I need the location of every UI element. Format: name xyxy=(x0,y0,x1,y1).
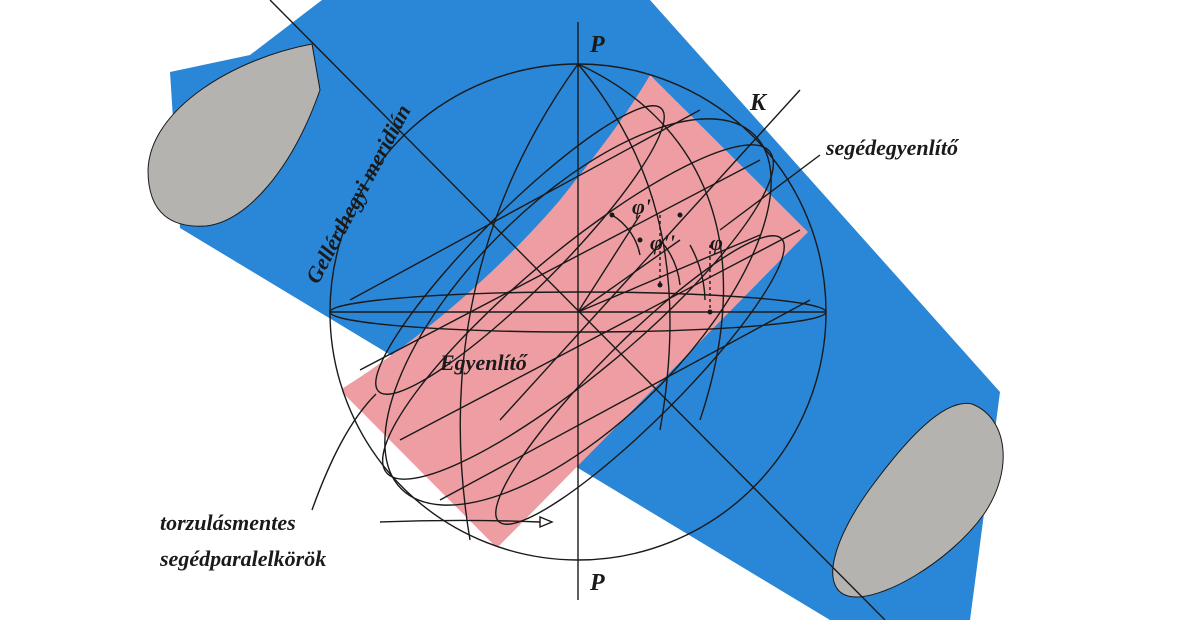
auxiliary-equator-ellipse xyxy=(381,144,775,480)
construction-line-3 xyxy=(349,109,701,301)
point-marker-1 xyxy=(609,212,615,218)
point-markers xyxy=(609,212,713,315)
pole-label-top: P xyxy=(589,32,605,58)
parallel-ellipse-upper xyxy=(375,105,665,395)
auxiliary-equator-leader xyxy=(719,154,821,231)
phi-double-prime-label: φ'' xyxy=(650,230,675,255)
construction-lines xyxy=(269,0,886,620)
phi-arc xyxy=(689,244,706,301)
pole-label-bottom: P xyxy=(589,570,605,596)
point-marker-4 xyxy=(657,282,663,288)
meridian-arc-2 xyxy=(577,63,671,431)
point-marker-5 xyxy=(707,309,713,315)
construction-line-2 xyxy=(399,229,801,441)
cylinder-axis-line xyxy=(269,0,886,620)
cylinder-end-cap-left xyxy=(147,43,321,227)
leader-line-upper xyxy=(311,393,377,511)
construction-line-1 xyxy=(359,159,761,371)
point-k-label: K xyxy=(749,90,768,116)
undistorted-parallels-label-line1: torzulásmentes xyxy=(160,510,296,535)
equator-label: Egyenlítő xyxy=(439,350,529,375)
construction-line-4 xyxy=(439,299,811,501)
phi-double-prime-arc xyxy=(659,239,681,286)
phi-ray xyxy=(577,234,761,313)
point-marker-2 xyxy=(637,237,643,243)
phi-prime-arc xyxy=(611,214,641,256)
gellert-meridian-ellipse xyxy=(384,118,772,506)
leader-arrowhead xyxy=(539,515,554,529)
leader-line-lower xyxy=(379,519,541,523)
auxiliary-equator-label: segédegyenlítő xyxy=(825,135,960,160)
phi-label: φ xyxy=(710,230,723,255)
meridian-arc-3 xyxy=(459,63,579,541)
phi-double-prime-ray xyxy=(577,239,681,313)
undistorted-parallels-label-line2: segédparalelkörök xyxy=(159,546,326,571)
point-marker-3 xyxy=(677,212,683,218)
phi-prime-label: φ' xyxy=(632,194,651,219)
cylinder-end-cap-right xyxy=(832,402,1004,598)
